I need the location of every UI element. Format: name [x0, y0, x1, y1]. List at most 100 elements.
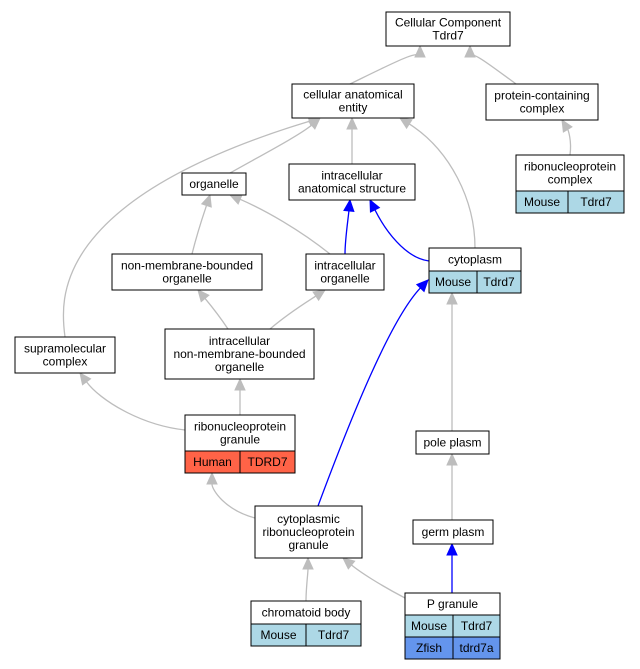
edge-line [62, 120, 310, 338]
node-label: intracellular [321, 169, 382, 183]
edge-pgranule-to-germplasm [446, 542, 458, 593]
node-label: ribonucleoprotein [262, 525, 354, 539]
node-label: germ plasm [422, 525, 485, 539]
node-label: complex [548, 173, 593, 187]
node-label: organelle [320, 272, 370, 286]
edge-line [344, 210, 350, 255]
gene-label: TDRD7 [247, 455, 287, 469]
gene-label: tdrd7a [459, 641, 493, 655]
node-label: Tdrd7 [432, 29, 464, 43]
node-box [415, 430, 490, 455]
node-label: pole plasm [423, 436, 481, 450]
edge-arrowhead [312, 289, 327, 302]
node-label: entity [339, 101, 368, 115]
node-label: complex [520, 102, 565, 116]
edge-arrowhead [464, 44, 476, 58]
species-label: Mouse [435, 275, 471, 289]
node-box [111, 253, 263, 291]
node-box [385, 11, 511, 47]
edge-arrowhead [79, 372, 92, 386]
node-box [164, 328, 315, 380]
node-label: ribonucleoprotein [524, 160, 616, 174]
edge-cytoplasm-to-ias [369, 198, 430, 262]
species-label: Human [193, 455, 232, 469]
edge-pgranule-to-crnpg [342, 557, 406, 599]
edge-arrowhead [398, 117, 413, 130]
edge-germplasm-to-poleplasm [446, 452, 458, 520]
gene-label: Tdrd7 [483, 275, 515, 289]
edge-line [211, 483, 256, 519]
node-germplasm[interactable]: germ plasm [412, 519, 494, 545]
node-label: Cellular Component [395, 16, 502, 30]
node-label: organelle [215, 360, 265, 374]
node-box [288, 163, 416, 201]
edge-crnpg-to-cytoplasm [317, 279, 429, 507]
edge-line [351, 564, 406, 599]
species-label: Mouse [260, 628, 296, 642]
node-label: intracellular [209, 334, 270, 348]
edge-arrowhead [414, 44, 426, 58]
edge-line [204, 298, 229, 330]
edge-arrowhead [561, 118, 573, 133]
node-label: cellular anatomical [303, 88, 402, 102]
edge-arrowhead [369, 198, 381, 213]
node-poleplasm[interactable]: pole plasm [415, 430, 490, 455]
edge-poleplasm-to-cytoplasm [446, 291, 458, 431]
edge-pcc-to-root [464, 44, 517, 85]
node-box [181, 172, 247, 196]
edge-line [191, 205, 208, 255]
edge-rnpg-to-smc [79, 372, 186, 431]
edge-arrowhead [343, 198, 355, 213]
gene-label: Tdrd7 [461, 619, 493, 633]
node-box [14, 336, 116, 374]
edge-arrowhead [302, 556, 314, 570]
node-label: anatomical structure [298, 182, 406, 196]
edge-line [269, 295, 317, 330]
edge-line [305, 568, 309, 602]
node-label: complex [43, 355, 88, 369]
edge-arrowhead [415, 279, 429, 293]
gene-label: Tdrd7 [580, 195, 612, 209]
edge-inmbo-to-io [269, 289, 327, 330]
species-label: Mouse [524, 195, 560, 209]
node-label: cytoplasm [448, 253, 502, 267]
node-label: supramolecular [24, 342, 106, 356]
edge-line [349, 53, 421, 85]
node-box [254, 505, 363, 559]
node-organelle[interactable]: organelle [181, 172, 247, 196]
edge-chromatoid-to-crnpg [302, 556, 314, 602]
edge-arrowhead [346, 116, 358, 130]
edge-inmbo-to-nmbo [197, 289, 229, 330]
edge-arrowhead [446, 291, 458, 305]
gene-label: Tdrd7 [318, 628, 350, 642]
gene-cell [567, 190, 625, 214]
edge-line [229, 124, 313, 174]
edge-cytoplasm-to-cae [398, 117, 476, 249]
node-label: non-membrane-bounded [173, 347, 305, 361]
edge-arrowhead [200, 193, 212, 208]
edge-arrowhead [197, 289, 210, 303]
edge-io-to-ias [343, 198, 355, 255]
edge-line [408, 123, 476, 249]
species-label: Mouse [411, 619, 447, 633]
edge-arrowhead [446, 452, 458, 466]
node-inmbo[interactable]: intracellularnon-membrane-boundedorganel… [164, 328, 315, 380]
edge-arrowhead [206, 471, 218, 485]
edge-line [567, 129, 572, 156]
edges-layer [62, 44, 573, 602]
gene-cell [476, 270, 522, 294]
